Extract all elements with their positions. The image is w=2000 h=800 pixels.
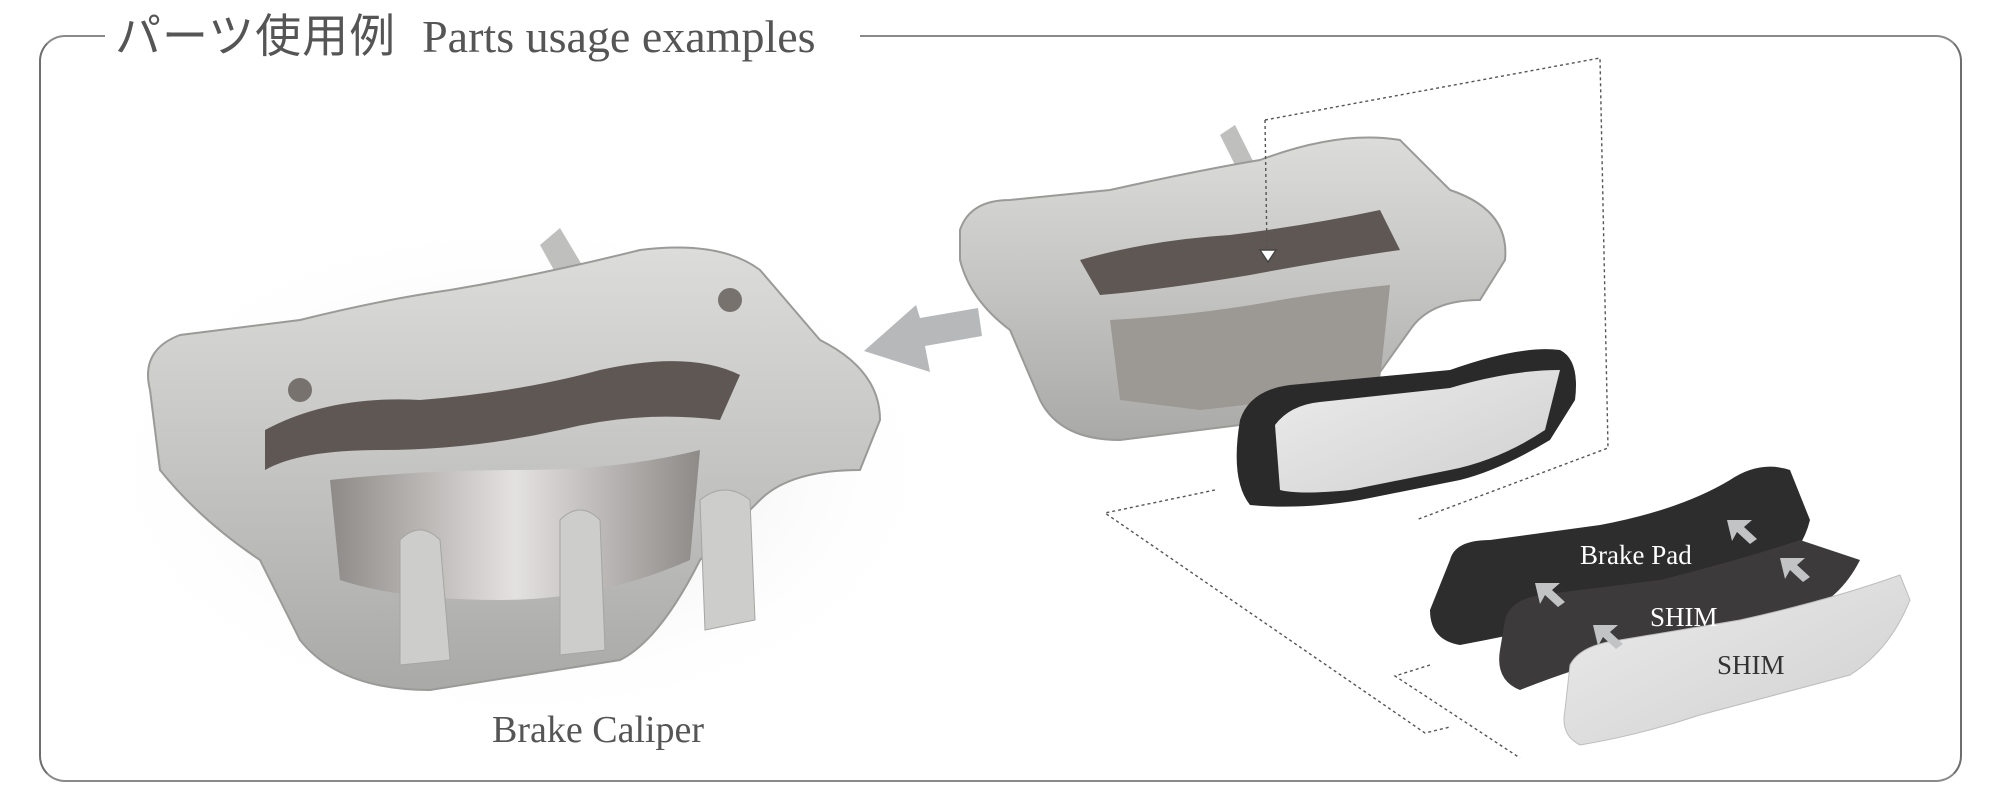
brake-caliper-label: Brake Caliper (492, 709, 705, 751)
title-japanese: パーツ使用例 (115, 9, 397, 63)
brake-caliper-small (959, 125, 1507, 442)
arrow-down-icon (1258, 249, 1278, 264)
title-mask (105, 10, 860, 60)
page-title: パーツ使用例 Parts usage examples (115, 8, 816, 65)
shim-outer (1563, 574, 1911, 746)
assembly-arrows (1535, 520, 1810, 649)
shim-outer-label: SHIM (1717, 650, 1785, 680)
brake-caliper-large (90, 210, 950, 730)
content-frame (39, 35, 1962, 782)
title-english: Parts usage examples (422, 11, 816, 62)
guide-lines (1103, 57, 1609, 759)
arrow-left-icon (864, 305, 982, 372)
brake-pad-label: Brake Pad (1580, 540, 1692, 570)
shim-inner-label: SHIM (1650, 602, 1718, 632)
brake-pad-assembly (1236, 349, 1576, 507)
arrow-up-left-icon (1593, 625, 1623, 649)
arrow-up-left-icon (1535, 583, 1565, 607)
arrow-up-left-icon (1780, 558, 1810, 582)
arrow-up-left-icon (1727, 520, 1757, 544)
